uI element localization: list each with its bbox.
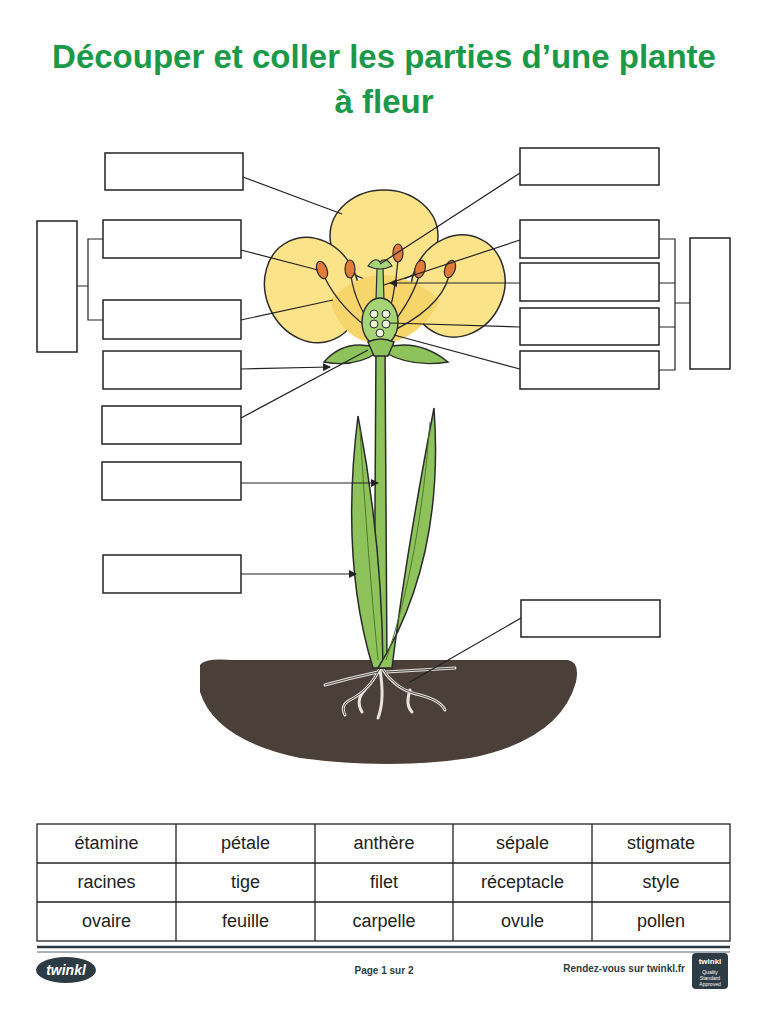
table-cell: style: [592, 863, 730, 902]
leader-lines: [241, 173, 521, 682]
table-cell: stigmate: [592, 824, 730, 863]
soil: [200, 660, 577, 764]
badge-shape: [692, 953, 728, 989]
brackets: [77, 239, 690, 370]
table-cell: racines: [37, 863, 176, 902]
table-cell: ovule: [453, 902, 592, 941]
roots: [325, 668, 455, 718]
table-cell: réceptacle: [453, 863, 592, 902]
receptacle: [368, 339, 394, 356]
badge-caption: Quality Standard Approved: [693, 968, 727, 988]
petal-center: [330, 275, 440, 345]
footer-rule: [37, 952, 730, 953]
footer-rule: [37, 946, 730, 949]
sepal: [384, 345, 448, 364]
roots-outline: [325, 668, 455, 715]
logo-shape: [36, 957, 96, 983]
leaf-vein: [360, 422, 430, 660]
table-cell: pétale: [176, 824, 315, 863]
page-title: Découper et coller les parties d’une pla…: [50, 34, 718, 124]
label-boxes: [37, 148, 730, 637]
style: [376, 268, 384, 300]
stigma: [368, 260, 392, 269]
logo-text: twinkl: [38, 961, 94, 979]
table-cell: étamine: [37, 824, 176, 863]
table-cell: anthère: [315, 824, 453, 863]
table-cell: feuille: [176, 902, 315, 941]
petal: [330, 190, 438, 282]
table-cell: ovaire: [37, 902, 176, 941]
table-cell: tige: [176, 863, 315, 902]
leaf: [378, 408, 436, 668]
badge-text: twinkl: [692, 955, 728, 967]
anthers: [314, 244, 458, 280]
table-cell: carpelle: [315, 902, 453, 941]
table-cell: pollen: [592, 902, 730, 941]
ovules: [370, 310, 390, 337]
word-table: [37, 824, 730, 941]
website-note: Rendez-vous sur twinkl.fr: [480, 960, 685, 976]
page-number: Page 1 sur 2: [324, 962, 444, 978]
table-cell: sépale: [453, 824, 592, 863]
table-cell: filet: [315, 863, 453, 902]
